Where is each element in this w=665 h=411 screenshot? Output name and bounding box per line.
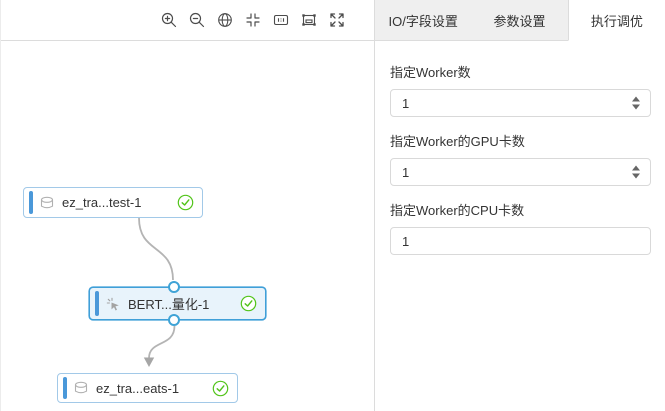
dataset-icon bbox=[74, 381, 88, 395]
stepper-icon[interactable] bbox=[632, 96, 640, 110]
tab-parameter-settings[interactable]: 参数设置 bbox=[471, 0, 568, 41]
node-input-port[interactable] bbox=[168, 281, 180, 293]
tab-execution-tuning[interactable]: 执行调优 bbox=[567, 0, 665, 41]
node-accent-bar bbox=[29, 191, 33, 214]
node-label: ez_tra...eats-1 bbox=[96, 380, 180, 396]
tab-io-field-settings[interactable]: IO/字段设置 bbox=[375, 0, 472, 41]
execution-tuning-form: 指定Worker数 指定Worker的GPU卡数 指 bbox=[375, 41, 665, 255]
node-ez-tra-test-1[interactable]: ez_tra...test-1 bbox=[23, 187, 203, 218]
edge-bert-to-eats1 bbox=[148, 325, 176, 359]
zoom-out-button[interactable] bbox=[188, 11, 206, 29]
settings-panel: IO/字段设置 参数设置 执行调优 指定Worker数 指定Worker的GPU… bbox=[375, 0, 665, 411]
zoom-out-icon bbox=[188, 11, 206, 29]
worker-count-label: 指定Worker数 bbox=[390, 65, 471, 80]
graph-canvas[interactable]: ez_tra...test-1 bbox=[0, 0, 375, 411]
center-view-button[interactable] bbox=[244, 11, 262, 29]
node-label: BERT...量化-1 bbox=[128, 297, 210, 312]
edge-arrowhead-icon bbox=[143, 357, 155, 367]
success-status-icon bbox=[177, 194, 194, 211]
node-label: ez_tra...test-1 bbox=[62, 195, 142, 210]
success-status-icon bbox=[212, 380, 229, 397]
globe-icon bbox=[216, 11, 234, 29]
worker-gpu-count-field-group: 指定Worker的GPU卡数 bbox=[390, 134, 651, 186]
worker-cpu-count-label: 指定Worker的CPU卡数 bbox=[390, 203, 525, 218]
fit-view-button[interactable] bbox=[300, 11, 318, 29]
worker-count-field-group: 指定Worker数 bbox=[390, 65, 651, 117]
node-output-port[interactable] bbox=[168, 314, 180, 326]
fullscreen-icon bbox=[328, 11, 346, 29]
canvas-toolbar bbox=[1, 0, 375, 41]
actual-size-button[interactable] bbox=[272, 11, 290, 29]
worker-count-input[interactable] bbox=[390, 89, 651, 117]
fullscreen-button[interactable] bbox=[328, 11, 346, 29]
success-status-icon bbox=[240, 295, 257, 312]
worker-cpu-count-input[interactable] bbox=[390, 227, 651, 255]
actual-size-icon bbox=[272, 11, 290, 29]
stepper-icon[interactable] bbox=[632, 165, 640, 179]
panel-tabs: IO/字段设置 参数设置 执行调优 bbox=[375, 0, 665, 41]
center-view-icon bbox=[244, 11, 262, 29]
node-ez-tra-eats-1[interactable]: ez_tra...eats-1 bbox=[57, 373, 238, 403]
globe-button[interactable] bbox=[216, 11, 234, 29]
fit-view-icon bbox=[300, 11, 318, 29]
worker-gpu-count-input[interactable] bbox=[390, 158, 651, 186]
algorithm-click-icon bbox=[106, 297, 120, 311]
node-accent-bar bbox=[63, 377, 67, 399]
edge-test1-to-bert bbox=[138, 217, 174, 281]
node-accent-bar bbox=[95, 291, 99, 316]
worker-cpu-count-field-group: 指定Worker的CPU卡数 bbox=[390, 203, 651, 255]
edge-layer bbox=[138, 217, 176, 367]
dataset-icon bbox=[40, 196, 54, 210]
worker-gpu-count-label: 指定Worker的GPU卡数 bbox=[390, 134, 525, 149]
panel-divider bbox=[374, 0, 375, 411]
zoom-in-icon bbox=[160, 11, 178, 29]
zoom-in-button[interactable] bbox=[160, 11, 178, 29]
